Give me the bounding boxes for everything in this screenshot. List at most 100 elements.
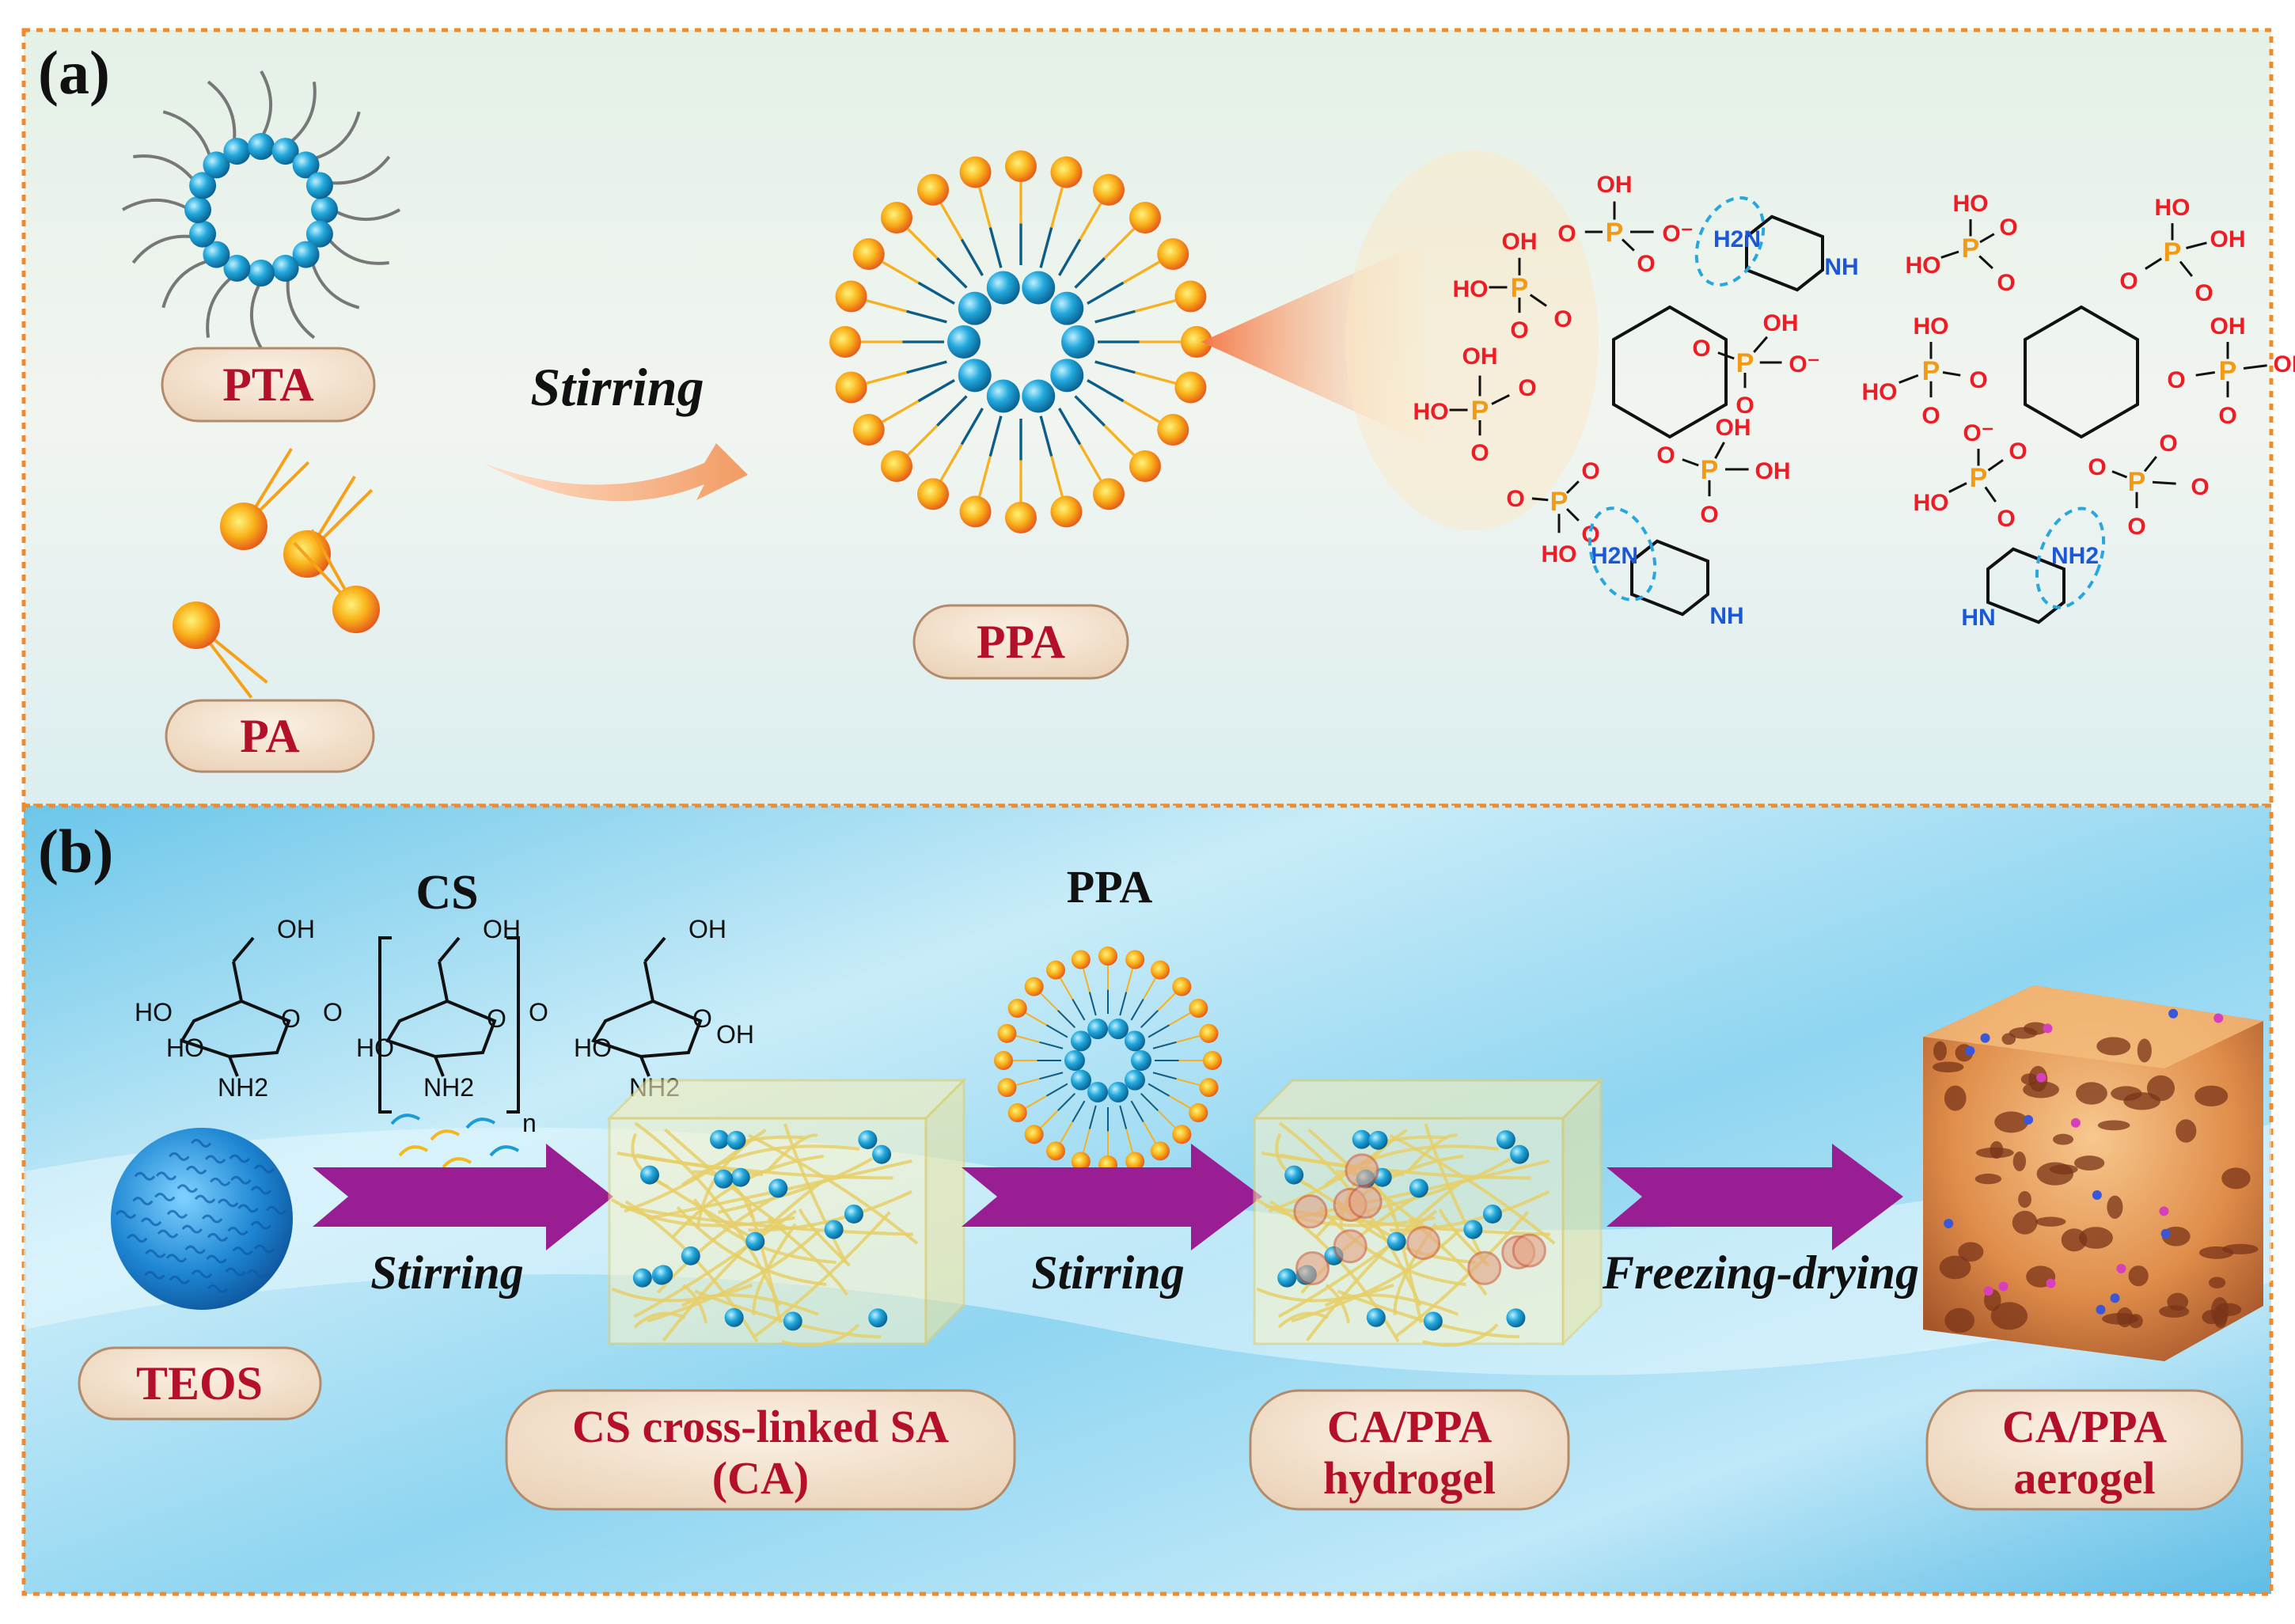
pa-tail [293,541,343,594]
ppa-particle [1512,1233,1546,1268]
ppa-outer-sphere [835,280,867,313]
atom-label: O [2119,268,2138,294]
network-fiber [1389,1133,1556,1245]
aerogel-pore [2208,1277,2226,1289]
bond [232,961,243,1002]
cone-glow [1345,150,1599,530]
piperazine-ring [1630,539,1709,617]
network-fiber [681,1144,860,1186]
teos-texture [145,1249,166,1258]
pta-sphere [305,220,333,248]
aerogel-pore [1958,1242,1984,1262]
silica-particle [1368,1130,1388,1150]
bond [639,1056,651,1077]
aerogel-pore [2076,1082,2107,1105]
ca-network-block [606,1077,967,1347]
bond [1714,442,1725,459]
pta-tail [131,234,196,264]
block-top [606,1079,967,1120]
teos-texture [169,1275,191,1284]
aerogel-particle [1998,1281,2009,1292]
aerogel-pore [2137,1038,2152,1063]
amine-label: NH [1709,603,1743,629]
ppa-outer-sphere [1157,414,1189,446]
inositol-ring [1611,305,1728,439]
panel-a-background [21,28,2274,808]
phosphorus-atom: P [1962,233,1980,264]
ppa-tail [1072,998,1086,1021]
bond [1717,351,1735,360]
aerogel-particle [1965,1045,1975,1056]
pa-tail [321,488,374,540]
ppa-inner-sphere [1087,1081,1109,1102]
bond [2145,257,2163,270]
bond [2111,470,2128,479]
teos-texture [253,1164,275,1174]
atom-label: O [692,1004,712,1033]
aerogel-pore [2146,1075,2176,1102]
pta-tail [161,258,211,309]
freezing-drying-label: Freezing-drying [1602,1246,1919,1299]
atom-label: O⁻ [1963,420,1993,446]
fibril [442,1157,472,1169]
atom-label: O [2127,514,2145,540]
ppa-outer-sphere [1125,1152,1145,1171]
cs-structure: OHONH2OHONH2OHONH2HOHOHOHOOOOHn [135,915,754,1137]
network-fiber [752,1223,797,1315]
ca-label-line2: (CA) [712,1452,809,1504]
ppa-particle [1295,1251,1330,1286]
atom-label: O [1637,251,1655,277]
ppa-micelle-small [994,947,1222,1174]
ppa-outer-sphere [1189,1103,1208,1122]
ppa-outer-sphere [881,450,913,482]
pta-tail [162,110,213,160]
pa-tail [253,447,293,509]
bond [1491,394,1510,405]
atom-label: O⁻ [1662,221,1693,247]
network-fiber [676,1205,827,1287]
ppa-tail [1058,408,1082,446]
atom-label: O [1557,221,1576,247]
ppa-tail [1039,227,1053,268]
ppa-inner-sphere [1131,1050,1151,1071]
network-fiber [781,1323,860,1347]
silica-particle [710,1129,730,1149]
atom-label: OH [1597,172,1633,198]
ppa-outer-sphere [1151,960,1170,980]
atom-label: O [281,1004,301,1033]
teos-texture [201,1214,223,1224]
aerogel-pore [2107,1195,2123,1219]
atom-label: HO [135,998,173,1026]
aerogel-pore [2210,1296,2229,1326]
bond [2186,241,2207,249]
teos-texture [144,1270,165,1280]
aerogel-pore [2096,1037,2131,1056]
teos-texture [127,1234,148,1243]
aerogel-cube [1923,985,2263,1361]
atom-label: O [1510,317,1528,343]
ppa-outer-sphere [835,371,867,404]
ppa-inner-sphere [947,325,981,359]
bracket [506,936,520,1114]
silica-particle [724,1307,744,1327]
aerogel-pore [1944,1307,1975,1334]
ppa-tail [1045,1083,1068,1097]
phosphorus-atom: P [1550,487,1569,517]
pta-tail [287,82,317,146]
bond [2152,480,2176,485]
bond [1565,480,1580,495]
network-fiber [1360,1157,1512,1214]
phosphorus-atom: P [1922,356,1940,386]
stirring-label-b2: Stirring [1031,1246,1184,1299]
ppa-tail [1119,992,1128,1016]
hydrogel-label-line2: hydrogel [1323,1452,1496,1504]
silica-particle [1482,1204,1502,1224]
hydrogel-label-line1: CA/PPA [1327,1401,1492,1452]
ppa-tail [1140,1093,1159,1111]
ppa-micelle [829,150,1212,533]
pa-label-pill: PA [165,699,375,773]
aerogel-pore [1939,1255,1971,1280]
pta-sphere [311,196,338,223]
aerogel-pore [1932,1061,1964,1073]
atom-label: O [323,998,343,1026]
